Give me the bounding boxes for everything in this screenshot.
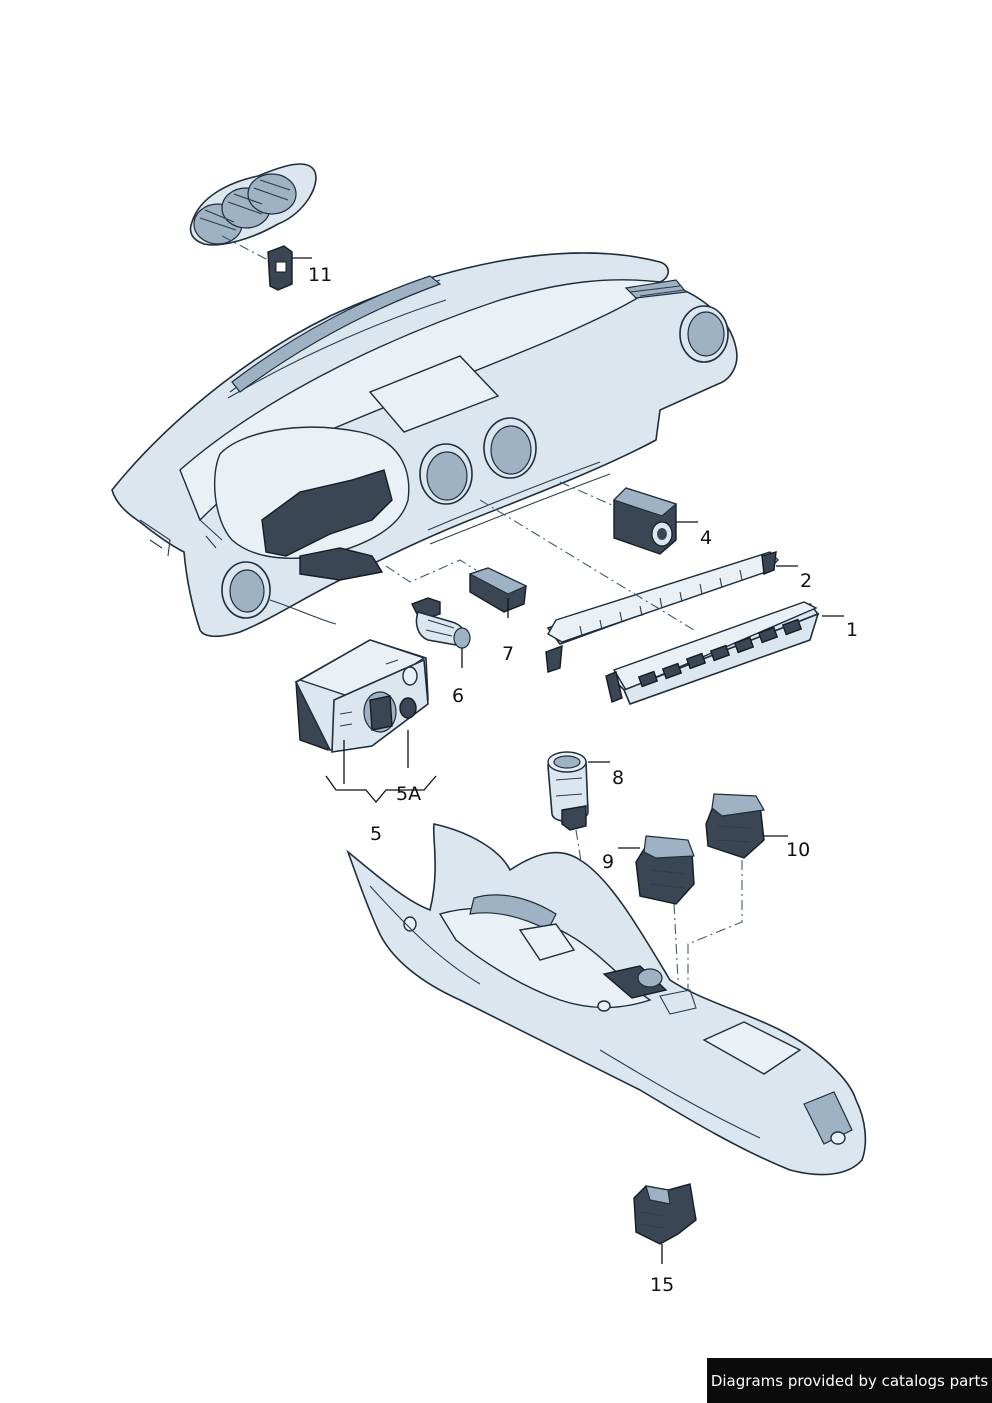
part-2-trim-strip bbox=[545, 551, 779, 673]
callout-7: 7 bbox=[502, 643, 514, 665]
callout-4: 4 bbox=[700, 527, 712, 549]
part-4-socket bbox=[612, 487, 678, 555]
part-6-ignition-lock bbox=[411, 597, 471, 649]
footer-credit: Diagrams provided by catalogs parts bbox=[707, 1358, 992, 1403]
footer-text: Diagrams provided by catalogs parts bbox=[710, 1371, 989, 1390]
part-1-switch-panel bbox=[605, 601, 820, 706]
part-15-switch bbox=[633, 1183, 697, 1245]
dashboard-illustration bbox=[111, 252, 738, 638]
callout-5: 5 bbox=[370, 823, 382, 845]
center-console-illustration bbox=[346, 823, 867, 1176]
part-10-switch bbox=[705, 793, 765, 859]
part-7-switch bbox=[468, 567, 528, 613]
callout-8: 8 bbox=[612, 767, 624, 789]
callout-11: 11 bbox=[308, 264, 332, 286]
callout-15: 15 bbox=[650, 1274, 674, 1296]
part-8-start-button bbox=[547, 751, 589, 831]
callout-5a: 5A bbox=[396, 783, 421, 805]
callout-6: 6 bbox=[452, 685, 464, 707]
part-5-light-switch bbox=[294, 639, 429, 753]
vent-cluster-illustration bbox=[189, 163, 317, 246]
part-9-switch bbox=[635, 835, 695, 905]
part-11-switch bbox=[267, 245, 293, 291]
callout-9: 9 bbox=[602, 851, 614, 873]
callout-2: 2 bbox=[800, 570, 812, 592]
callout-10: 10 bbox=[786, 839, 810, 861]
callout-1: 1 bbox=[846, 619, 858, 641]
